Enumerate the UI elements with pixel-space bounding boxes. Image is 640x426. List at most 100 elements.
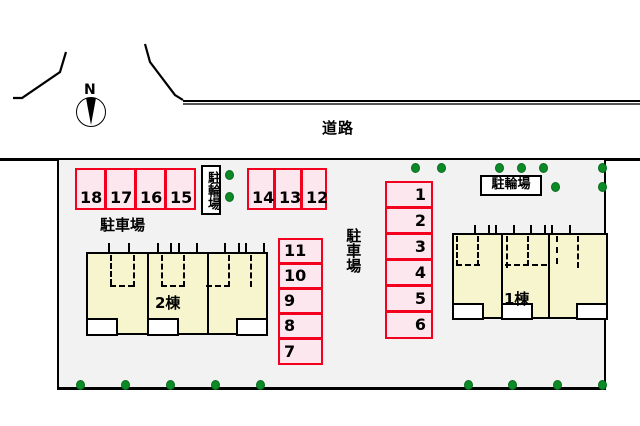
building-2-notch-c (178, 243, 198, 254)
parking-stall-4[interactable]: 4 (385, 259, 433, 286)
stall-number: 2 (414, 210, 426, 230)
stall-number: 18 (80, 188, 103, 207)
shrub-dot (517, 163, 526, 173)
parking-stall-9[interactable]: 9 (278, 288, 323, 314)
building-2-porch-3 (236, 318, 268, 336)
parking-stall-11[interactable]: 11 (278, 238, 323, 264)
parking-stall-5[interactable]: 5 (385, 285, 433, 312)
building-1-dash-v1 (456, 236, 458, 266)
building-2-divider-2 (207, 252, 209, 335)
building-2-dash-v2 (133, 255, 135, 287)
building-2-porch-1 (86, 318, 118, 336)
stall-number: 16 (140, 188, 163, 207)
building-2-dash-h3 (206, 285, 230, 287)
stall-number: 12 (306, 188, 329, 207)
shrub-dot (225, 192, 234, 202)
parking-stall-18[interactable]: 18 (75, 168, 106, 210)
compass-rose: N (72, 82, 108, 133)
shrub-dot (166, 380, 175, 390)
parking-lot-label-center: 駐車場 (344, 228, 363, 273)
stall-number: 4 (414, 262, 426, 282)
shrub-dot (121, 380, 130, 390)
road-upper-edge-shadow (183, 103, 640, 105)
stall-number: 10 (284, 266, 307, 285)
parking-lot-label-left: 駐車場 (100, 216, 146, 234)
building-1-notch-d (551, 225, 571, 235)
stall-number: 11 (284, 241, 307, 260)
parking-stall-17[interactable]: 17 (105, 168, 136, 210)
parking-stall-2[interactable]: 2 (385, 207, 433, 234)
building-2-divider-1 (147, 252, 149, 335)
building-2-dash-v1 (110, 255, 112, 285)
shrub-dot (411, 163, 420, 173)
stall-number: 14 (252, 188, 275, 207)
shrub-dot (211, 380, 220, 390)
building-1-dash-v3 (506, 236, 508, 268)
building-1-notch-c (530, 225, 546, 235)
building-2-notch-d (224, 243, 240, 254)
stall-number: 1 (414, 184, 426, 204)
building-2-dash-v5 (228, 255, 230, 287)
building-2-dash-h2 (161, 285, 185, 287)
parking-stall-6[interactable]: 6 (385, 311, 433, 339)
stall-number: 7 (284, 341, 296, 361)
building-1-notch-a (474, 225, 490, 235)
bicycle-parking-label-right: 駐輪場 (480, 175, 542, 196)
stall-number: 9 (284, 291, 296, 310)
building-1-divider-2 (548, 233, 550, 319)
stall-number: 15 (170, 188, 193, 207)
site-top-boundary (0, 158, 640, 161)
shrub-dot (598, 380, 607, 390)
building-2-dash-v4 (183, 255, 185, 287)
parking-stall-10[interactable]: 10 (278, 263, 323, 289)
shrub-dot (256, 380, 265, 390)
shrub-dot (598, 163, 607, 173)
parking-stall-1[interactable]: 1 (385, 181, 433, 208)
shrub-dot (76, 380, 85, 390)
building-2-dash-v3 (161, 255, 163, 287)
stall-number: 8 (284, 316, 296, 335)
shrub-dot (553, 380, 562, 390)
building-1-dash-h1 (456, 264, 480, 266)
building-1-porch-2 (501, 303, 533, 320)
building-2-dash-v6 (250, 255, 252, 287)
building-1-divider-1 (501, 233, 503, 319)
shrub-dot (495, 163, 504, 173)
shrub-dot (437, 163, 446, 173)
building-1-dash-v6 (577, 236, 579, 268)
parking-stall-16[interactable]: 16 (135, 168, 166, 210)
building-2-notch-b (157, 243, 172, 254)
building-1-dash-h2 (505, 264, 547, 266)
building-1-dash-v5 (556, 236, 558, 264)
stall-number: 6 (414, 315, 426, 334)
parking-stall-3[interactable]: 3 (385, 233, 433, 260)
shrub-dot (539, 163, 548, 173)
parking-stall-14[interactable]: 14 (247, 168, 275, 210)
parking-stall-12[interactable]: 12 (301, 168, 329, 210)
shrub-dot (225, 170, 234, 180)
building-1-label: 1棟 (504, 290, 530, 308)
shrub-dot (508, 380, 517, 390)
compass-needle-icon (86, 98, 96, 125)
compass-north-label: N (84, 82, 96, 98)
parking-stall-15[interactable]: 15 (165, 168, 196, 210)
parking-stall-8[interactable]: 8 (278, 313, 323, 339)
building-1-dash-v4 (527, 236, 529, 266)
building-1-porch-3 (576, 303, 608, 320)
road-boundary-lines (13, 43, 184, 101)
building-1-porch-1 (452, 303, 484, 320)
stall-number: 5 (414, 288, 426, 308)
building-2-notch-e (245, 243, 265, 254)
building-1-dash-v2 (477, 236, 479, 266)
building-2-porch-2 (147, 318, 179, 336)
parking-stall-7[interactable]: 7 (278, 338, 323, 365)
parking-stall-13[interactable]: 13 (274, 168, 302, 210)
shrub-dot (464, 380, 473, 390)
road-label: 道路 (322, 119, 355, 137)
stall-number: 13 (279, 188, 302, 207)
stall-number: 17 (110, 188, 133, 207)
stall-number: 3 (414, 236, 426, 256)
shrub-dot (551, 182, 560, 192)
building-2-label: 2棟 (155, 294, 181, 312)
